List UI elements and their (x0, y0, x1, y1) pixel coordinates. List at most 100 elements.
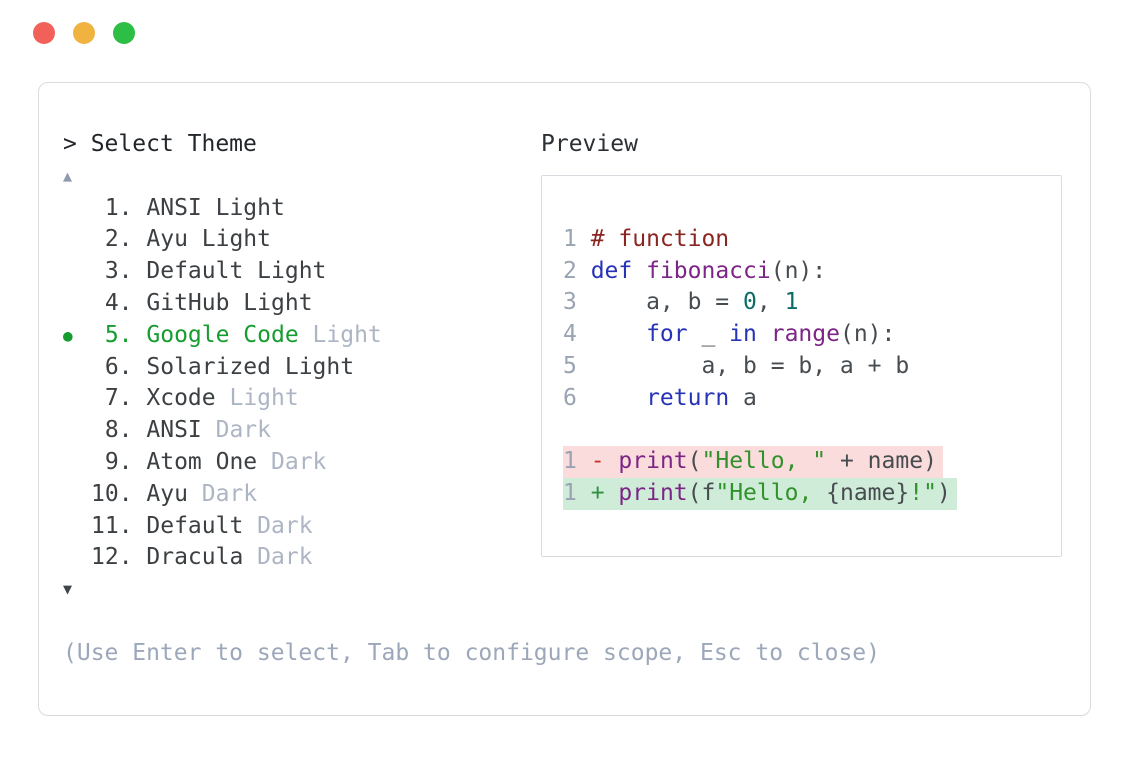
selected-bullet-icon (63, 256, 91, 288)
code-token: 0 (743, 289, 757, 316)
minimize-button-icon[interactable] (73, 22, 95, 44)
theme-number: 10. (91, 480, 133, 507)
theme-list-item[interactable]: 1. ANSI Light (63, 193, 541, 225)
close-button-icon[interactable] (33, 22, 55, 44)
code-token (632, 258, 646, 284)
selected-bullet-icon (63, 511, 91, 543)
code-token: {name} (826, 480, 910, 507)
code-line-content: 6 return a (563, 383, 763, 415)
theme-variant: Dark (257, 512, 313, 539)
code-token: - (590, 448, 605, 475)
code-line: 5 a, b = b, a + b (563, 351, 1049, 383)
diff-inserted-line: 1+ print(f"Hello, {name}!") (563, 478, 957, 510)
code-token: _ (687, 321, 730, 348)
code-line-content: 5 a, b = b, a + b (563, 351, 915, 383)
theme-name: ANSI (146, 417, 202, 444)
picker-title: Select Theme (90, 131, 257, 157)
theme-name: Ayu (146, 480, 188, 507)
selected-bullet-icon (63, 224, 91, 256)
theme-number: 9. (104, 448, 133, 475)
code-line: 3 a, b = 0, 1 (563, 287, 1049, 319)
theme-number: 1. (104, 194, 133, 221)
selected-bullet-icon (63, 288, 91, 320)
theme-name: Xcode (146, 385, 216, 412)
code-token (591, 321, 646, 347)
code-line: 6 return a (563, 383, 1049, 415)
maximize-button-icon[interactable] (113, 22, 135, 44)
theme-number: 2. (104, 226, 133, 253)
theme-name: Dracula (146, 544, 244, 571)
code-token: # function (590, 225, 730, 252)
diff-deleted-line: 1- print("Hello, " + name) (563, 446, 943, 479)
theme-name: Solarized Light (146, 353, 355, 380)
theme-name: GitHub Light (146, 289, 313, 316)
picker-header: > Select Theme (63, 129, 541, 161)
theme-name: ANSI Light (146, 194, 285, 221)
code-token: in (729, 321, 757, 348)
line-number: 4 (563, 321, 577, 348)
code-token: (n): (770, 257, 827, 284)
theme-number: 11. (91, 512, 133, 539)
line-number: 5 (563, 352, 577, 379)
theme-picker-window: > Select Theme ▲ 1. ANSI Light 2.Ayu Light… (38, 82, 1091, 716)
code-line: 1+ print(f"Hello, {name}!") (563, 478, 1049, 510)
line-number: 1 (563, 480, 577, 507)
code-token (605, 448, 619, 474)
theme-name: Google Code (146, 321, 299, 348)
code-token: a, b = b, a + b (590, 352, 910, 379)
line-number: 3 (563, 289, 577, 316)
theme-number: 5. (104, 321, 133, 348)
preview-label: Preview (541, 131, 638, 157)
picker-columns: > Select Theme ▲ 1. ANSI Light 2.Ayu Light… (63, 129, 1062, 606)
theme-list-item[interactable]: 4. GitHub Light (63, 288, 541, 320)
code-token: a (729, 384, 757, 411)
code-line: 1- print("Hello, " + name) (563, 446, 1049, 479)
code-token: for (646, 321, 688, 348)
code-token: "Hello, (715, 480, 827, 507)
window-controls (33, 22, 135, 44)
theme-number: 8. (104, 417, 133, 444)
theme-name: Default Light (146, 258, 327, 285)
theme-list-item[interactable]: 3.Default Light (63, 256, 541, 288)
theme-list-item[interactable]: 6. Solarized Light (63, 352, 541, 384)
selected-bullet-icon (63, 352, 91, 384)
code-token: "Hello, " (701, 448, 827, 475)
code-token: print (618, 480, 688, 507)
code-token: range (770, 321, 840, 348)
code-token (757, 321, 771, 347)
theme-list-item[interactable]: 9. Atom One Dark (63, 447, 541, 479)
code-token: , (756, 289, 785, 316)
theme-variant: Dark (271, 448, 327, 475)
keyboard-hint: (Use Enter to select, Tab to configure s… (63, 639, 880, 666)
selected-bullet-icon (63, 415, 91, 447)
selected-bullet-icon (63, 479, 91, 511)
theme-name: Atom One (146, 448, 258, 475)
code-line: 1# function (563, 224, 1049, 256)
code-line: 4 for _ in range(n): (563, 319, 1049, 351)
line-number: 6 (563, 384, 577, 411)
code-line-content: 4 for _ in range(n): (563, 319, 901, 351)
theme-number: 6. (104, 353, 133, 380)
theme-list-item[interactable]: 2.Ayu Light (63, 224, 541, 256)
code-token: a, b = (590, 289, 744, 316)
code-token (591, 385, 646, 411)
scroll-up-icon[interactable]: ▲ (63, 166, 73, 185)
selected-bullet-icon (63, 542, 91, 574)
theme-number: 4. (104, 289, 133, 316)
code-token: return (646, 384, 730, 411)
scroll-down-icon[interactable]: ▼ (63, 580, 73, 599)
code-token: !" (909, 480, 937, 507)
selected-bullet-icon (63, 447, 91, 479)
theme-number: 12. (91, 544, 133, 571)
